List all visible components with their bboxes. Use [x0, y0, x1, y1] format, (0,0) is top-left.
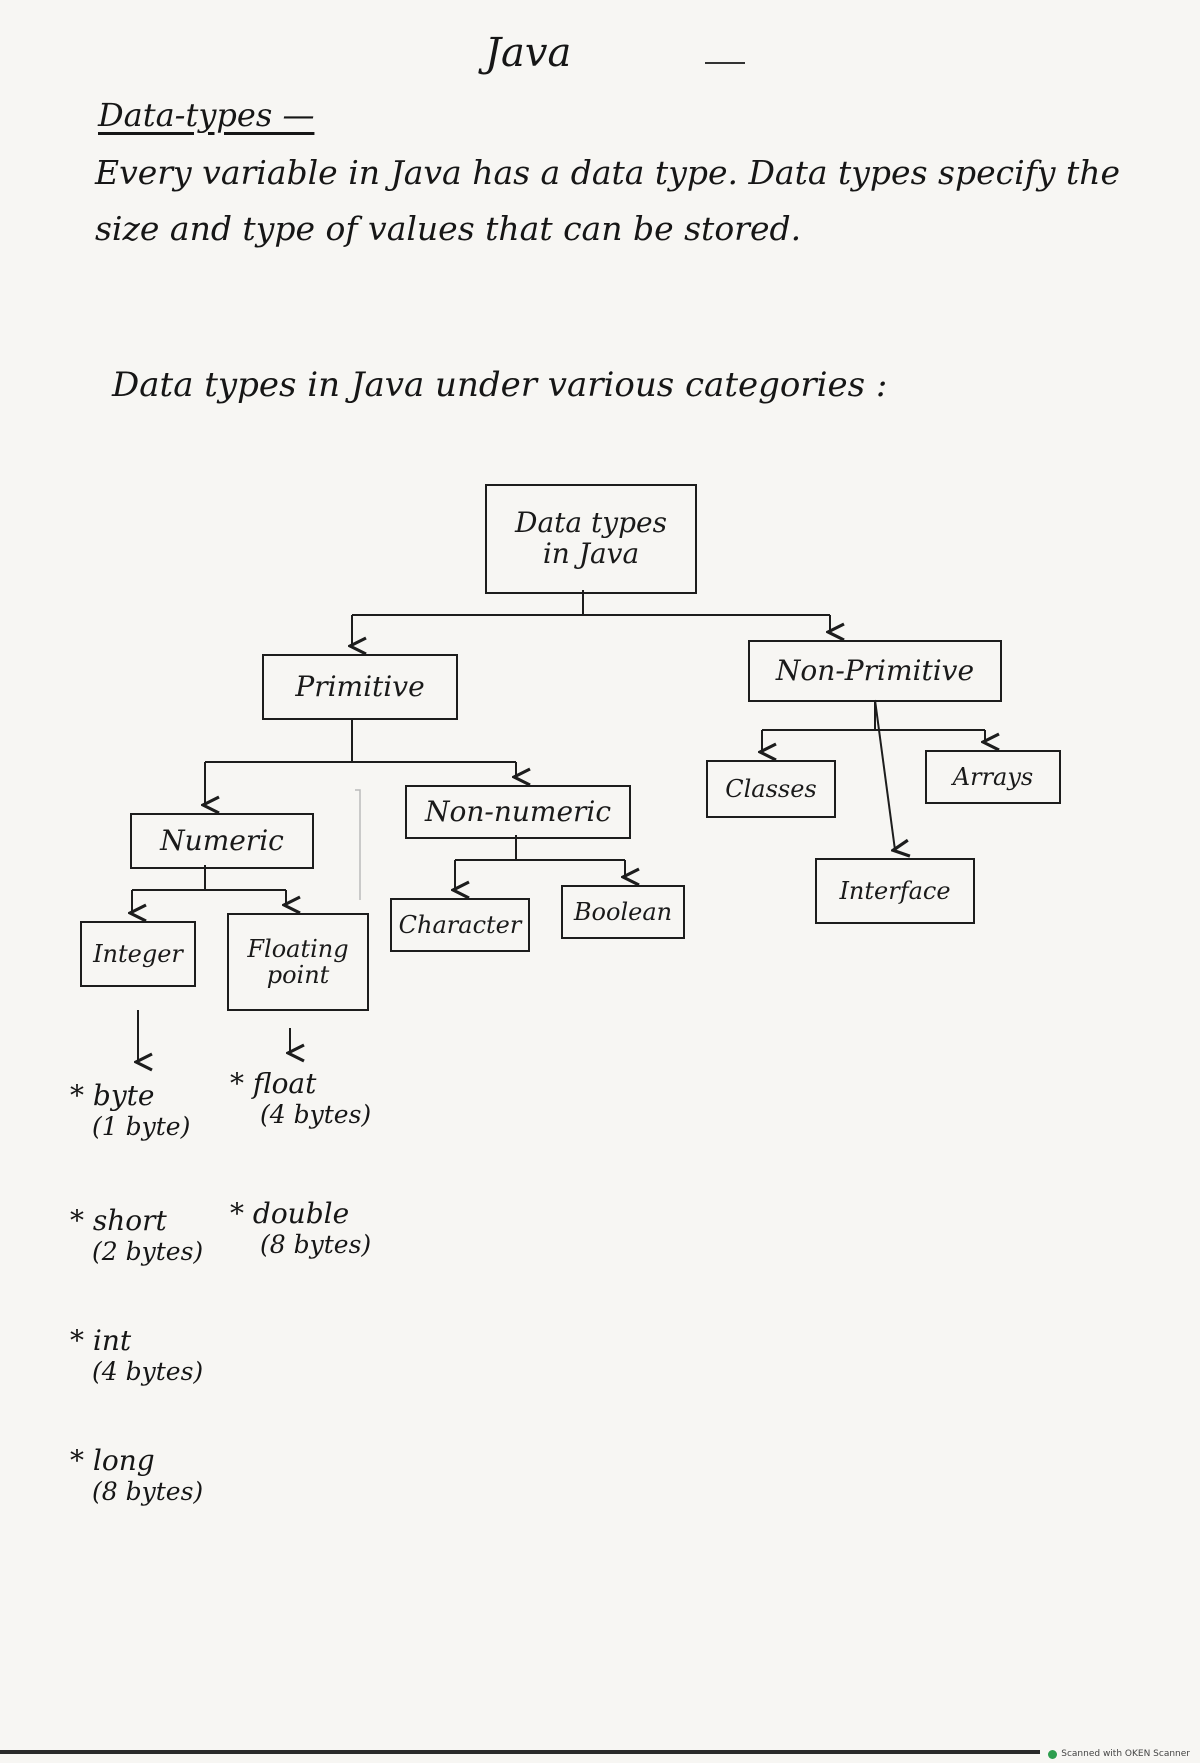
type-size: (2 bytes) — [92, 1237, 204, 1266]
floating-point-node-label: Floating point — [247, 934, 349, 989]
list-item: * float (4 bytes) — [230, 1067, 372, 1130]
title-dash — [705, 62, 745, 64]
scanner-watermark: Scanned with OKEN Scanner — [1048, 1749, 1190, 1759]
numeric-node-box: Numeric — [130, 813, 314, 869]
type-size: (4 bytes) — [260, 1100, 372, 1129]
interface-node-label: Interface — [839, 876, 951, 905]
non-numeric-node-box: Non-numeric — [405, 785, 631, 839]
list-item: * double (8 bytes) — [230, 1197, 372, 1260]
character-node-box: Character — [390, 898, 530, 952]
type-name: * byte — [70, 1079, 155, 1112]
arrays-node-label: Arrays — [952, 762, 1034, 791]
type-size: (8 bytes) — [260, 1230, 372, 1259]
page-bottom-edge — [0, 1750, 1040, 1754]
section-heading: Data-types — — [98, 96, 315, 134]
type-size: (1 byte) — [92, 1112, 191, 1141]
scanner-logo-icon — [1048, 1749, 1058, 1759]
root-node-label: Data types in Java — [515, 506, 667, 570]
definition-paragraph: Every variable in Java has a data type. … — [95, 153, 1121, 248]
primitive-node-box: Primitive — [262, 654, 458, 720]
boolean-node-box: Boolean — [561, 885, 685, 939]
non-primitive-node-box: Non-Primitive — [748, 640, 1002, 702]
classes-node-box: Classes — [706, 760, 836, 818]
categories-subheading: Data types in Java under various categor… — [112, 365, 888, 405]
primitive-node-label: Primitive — [295, 669, 425, 703]
integer-node-label: Integer — [93, 939, 183, 968]
numeric-node-label: Numeric — [160, 823, 284, 857]
integer-node-box: Integer — [80, 921, 196, 987]
type-name: * long — [70, 1444, 155, 1477]
type-name: * double — [230, 1197, 350, 1230]
character-node-label: Character — [398, 910, 522, 939]
arrays-node-box: Arrays — [925, 750, 1061, 804]
non-numeric-node-label: Non-numeric — [424, 794, 612, 828]
boolean-node-label: Boolean — [573, 897, 673, 926]
list-item: * short (2 bytes) — [70, 1204, 204, 1267]
type-name: * int — [70, 1324, 132, 1357]
non-primitive-node-label: Non-Primitive — [775, 653, 975, 687]
type-size: (4 bytes) — [92, 1357, 204, 1386]
scanner-label: Scanned with OKEN Scanner — [1061, 1749, 1190, 1759]
page-title: Java — [485, 30, 572, 76]
classes-node-label: Classes — [725, 774, 817, 803]
interface-node-box: Interface — [815, 858, 975, 924]
list-item: * long (8 bytes) — [70, 1444, 204, 1507]
type-name: * float — [230, 1067, 317, 1100]
type-size: (8 bytes) — [92, 1477, 204, 1506]
root-node-box: Data types in Java — [485, 484, 697, 594]
type-name: * short — [70, 1204, 167, 1237]
list-item: * byte (1 byte) — [70, 1079, 191, 1142]
list-item: * int (4 bytes) — [70, 1324, 204, 1387]
floating-point-node-box: Floating point — [227, 913, 369, 1011]
